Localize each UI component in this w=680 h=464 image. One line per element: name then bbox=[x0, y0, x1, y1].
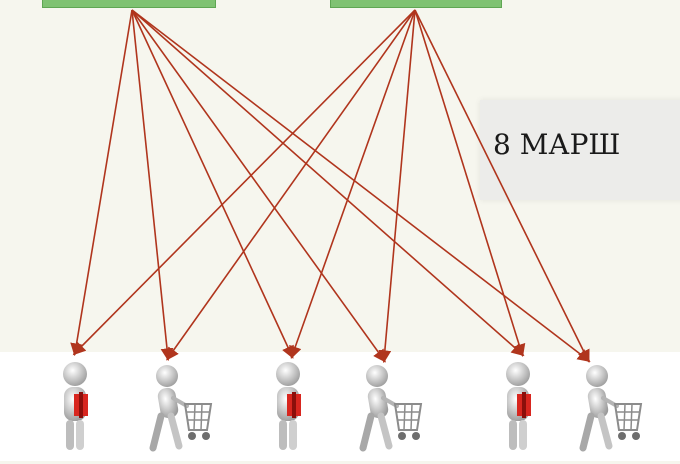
arrow-0-1 bbox=[131, 9, 174, 362]
arrow-0-0 bbox=[70, 9, 133, 357]
arrow-1-0 bbox=[72, 9, 416, 356]
arrow-1-4 bbox=[414, 9, 526, 358]
gift-figure-icon bbox=[42, 360, 112, 460]
arrow-1-1 bbox=[166, 9, 416, 361]
figure-strip bbox=[0, 352, 680, 461]
source-box-left bbox=[42, 0, 216, 8]
arrow-1-3 bbox=[378, 9, 416, 364]
gift-figure-icon bbox=[255, 360, 325, 460]
arrow-0-2 bbox=[131, 9, 294, 359]
gift-figure-icon bbox=[485, 360, 555, 460]
banner-text: 8 МАРШ bbox=[493, 128, 621, 161]
arrow-0-3 bbox=[131, 9, 386, 363]
cart-figure-icon bbox=[355, 360, 425, 460]
arrow-1-2 bbox=[289, 9, 416, 360]
source-box-right bbox=[330, 0, 502, 8]
arrow-1-5 bbox=[414, 9, 590, 363]
arrow-0-4 bbox=[131, 9, 525, 357]
cart-figure-icon bbox=[575, 360, 645, 460]
arrow-0-5 bbox=[131, 9, 591, 362]
cart-figure-icon bbox=[145, 360, 215, 460]
banner-panel bbox=[480, 100, 680, 200]
